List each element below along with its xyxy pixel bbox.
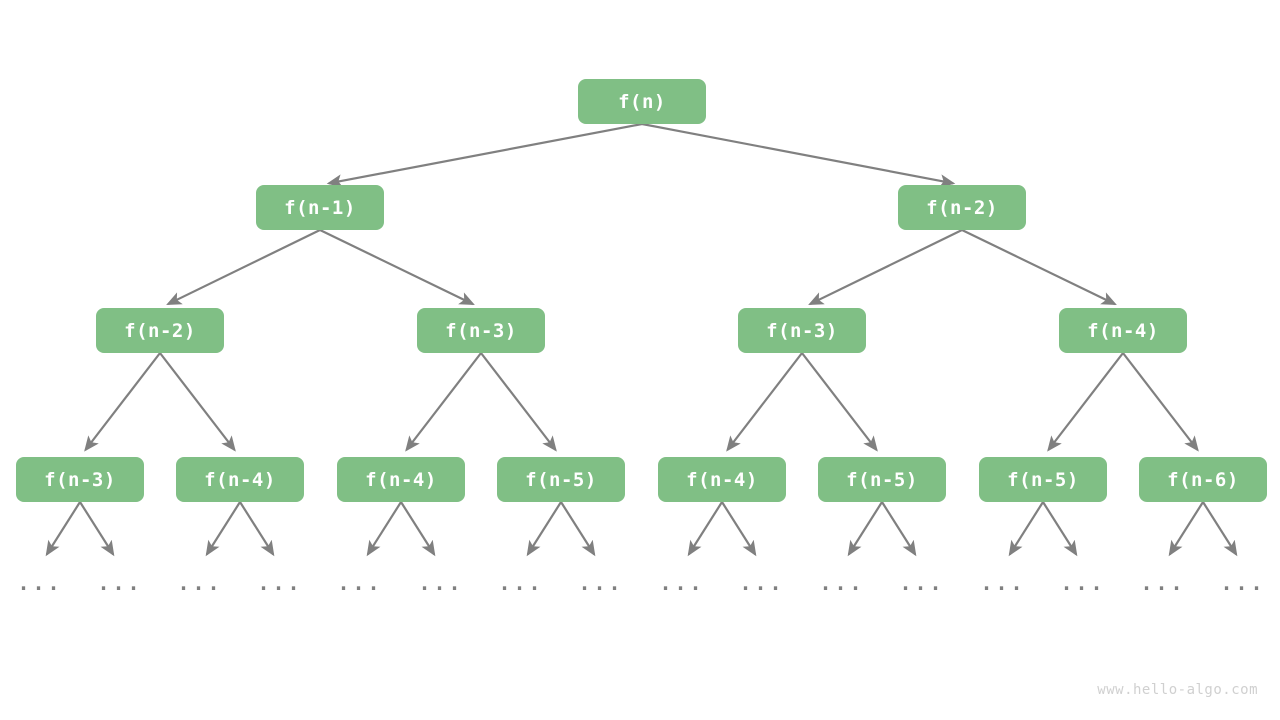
tree-edge (881, 501, 917, 557)
tree-edge (239, 501, 275, 557)
tree-edge (84, 352, 161, 452)
tree-node[interactable]: f(n-4) (337, 457, 465, 502)
ellipsis-marker: ... (97, 571, 143, 595)
ellipsis-marker: ... (1220, 571, 1266, 595)
ellipsis-marker: ... (1060, 571, 1106, 595)
tree-edge (721, 501, 757, 557)
tree-edge (726, 352, 803, 452)
tree-edge (641, 122, 956, 188)
tree-edge (405, 352, 482, 452)
tree-node[interactable]: f(n-3) (738, 308, 866, 353)
tree-edge (79, 501, 115, 557)
edge-group (45, 122, 1238, 557)
ellipsis-marker: ... (980, 571, 1026, 595)
ellipsis-marker: ... (177, 571, 223, 595)
tree-edge (847, 501, 883, 557)
tree-edge (45, 501, 81, 557)
tree-node[interactable]: f(n-2) (96, 308, 224, 353)
tree-edge (205, 501, 241, 557)
tree-edge (1122, 352, 1199, 452)
ellipsis-marker: ... (1140, 571, 1186, 595)
tree-node[interactable]: f(n-6) (1139, 457, 1267, 502)
ellipsis-marker: ... (337, 571, 383, 595)
tree-edge (1202, 501, 1238, 557)
ellipsis-marker: ... (17, 571, 63, 595)
tree-node[interactable]: f(n-3) (16, 457, 144, 502)
tree-edge (687, 501, 723, 557)
tree-node[interactable]: f(n-4) (1059, 308, 1187, 353)
watermark: www.hello-algo.com (1097, 682, 1258, 698)
tree-edge (319, 229, 475, 306)
ellipsis-marker: ... (578, 571, 624, 595)
tree-edge (400, 501, 436, 557)
ellipsis-marker: ... (498, 571, 544, 595)
tree-edge (166, 229, 321, 306)
ellipsis-marker: ... (257, 571, 303, 595)
tree-node[interactable]: f(n-4) (176, 457, 304, 502)
tree-node[interactable]: f(n-1) (256, 185, 384, 230)
tree-edge (480, 352, 557, 452)
ellipsis-marker: ... (418, 571, 464, 595)
tree-edge (526, 501, 562, 557)
ellipsis-marker: ... (659, 571, 705, 595)
tree-edge (1168, 501, 1204, 557)
tree-edge (326, 122, 643, 188)
tree-node[interactable]: f(n-3) (417, 308, 545, 353)
tree-node[interactable]: f(n-5) (979, 457, 1107, 502)
tree-node[interactable]: f(n) (578, 79, 706, 124)
tree-edge (961, 229, 1117, 306)
tree-node[interactable]: f(n-5) (497, 457, 625, 502)
tree-edge (159, 352, 236, 452)
tree-edge (366, 501, 402, 557)
ellipsis-marker: ... (819, 571, 865, 595)
tree-node[interactable]: f(n-4) (658, 457, 786, 502)
ellipsis-marker: ... (899, 571, 945, 595)
tree-edge (801, 352, 878, 452)
tree-edge (1047, 352, 1124, 452)
tree-node[interactable]: f(n-5) (818, 457, 946, 502)
tree-edge (1008, 501, 1044, 557)
tree-edge (1042, 501, 1078, 557)
tree-edge (808, 229, 963, 306)
tree-edge (560, 501, 596, 557)
ellipsis-marker: ... (739, 571, 785, 595)
tree-node[interactable]: f(n-2) (898, 185, 1026, 230)
